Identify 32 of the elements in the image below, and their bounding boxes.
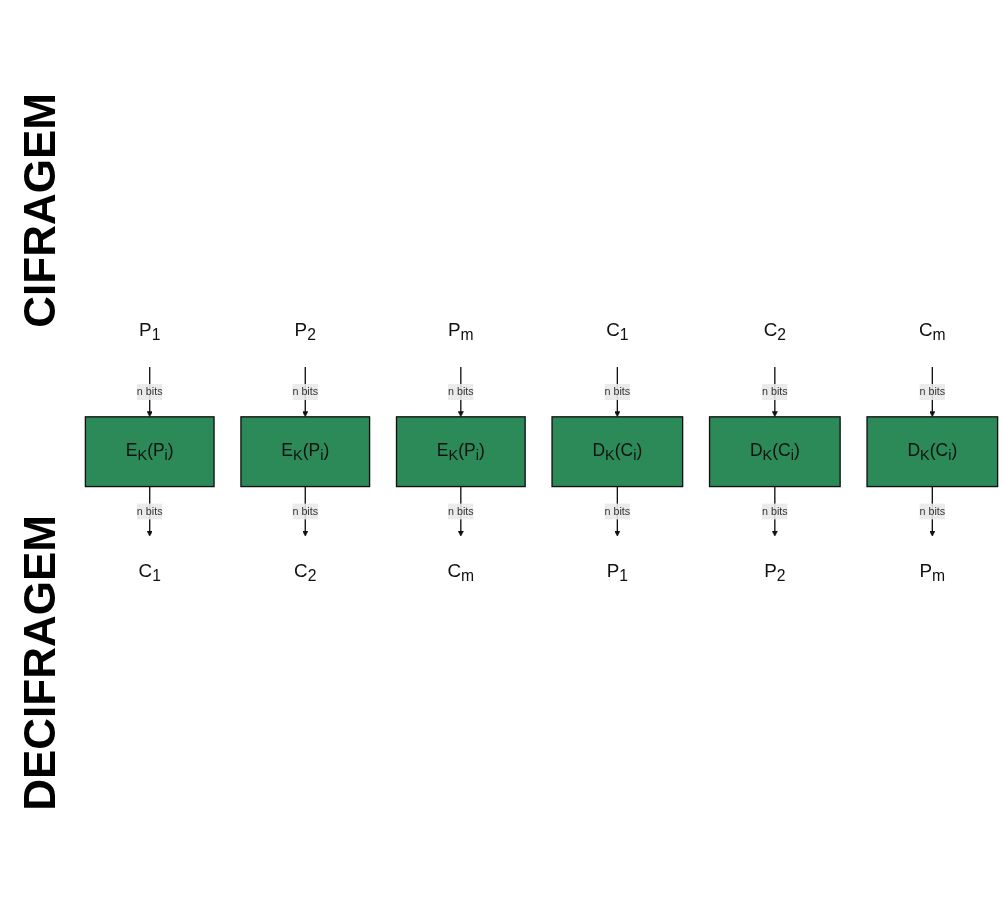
edge-label: n bits xyxy=(761,505,788,518)
edge-label: n bits xyxy=(604,386,631,398)
edge-label: n bits xyxy=(292,505,319,518)
node-text: P$_{1}$ xyxy=(139,319,161,344)
edge-label: n bits xyxy=(761,386,788,398)
node-text: C$_{2}$ xyxy=(763,319,786,344)
node-text: P$_{1}$ xyxy=(606,560,628,585)
node-text: C$_{2}$ xyxy=(294,560,317,585)
node-box: D$_{K}$(C$_{i}$) xyxy=(708,416,841,488)
node-box: D$_{K}$(C$_{i}$) xyxy=(551,416,684,488)
node-text: C$_{1}$ xyxy=(606,319,629,344)
node-text: C$_{m}$ xyxy=(918,319,946,344)
edge-label: n bits xyxy=(919,386,946,398)
edge-label: n bits xyxy=(292,386,319,398)
edge-label: n bits xyxy=(447,386,474,398)
node-box: E$_{K}$(P$_{i}$) xyxy=(84,416,215,488)
section-label: DECIFRAGEM xyxy=(15,514,65,811)
node-text: C$_{m}$ xyxy=(447,560,475,585)
node-text: C$_{1}$ xyxy=(138,560,161,585)
edge-label: n bits xyxy=(136,505,163,518)
node-text: P$_{m}$ xyxy=(448,319,474,344)
edge-label: n bits xyxy=(604,505,631,518)
edge-label: n bits xyxy=(919,505,946,518)
node-box: E$_{K}$(P$_{i}$) xyxy=(240,416,371,488)
node-box: D$_{K}$(C$_{i}$) xyxy=(866,416,999,488)
node-text: P$_{2}$ xyxy=(294,319,316,344)
node-text: P$_{2}$ xyxy=(764,560,786,585)
node-text: P$_{m}$ xyxy=(919,560,946,585)
node-box: E$_{K}$(P$_{i}$) xyxy=(395,416,526,488)
edge-label: n bits xyxy=(136,386,163,398)
edge-label: n bits xyxy=(447,505,474,518)
section-label: CIFRAGEM xyxy=(15,93,65,329)
